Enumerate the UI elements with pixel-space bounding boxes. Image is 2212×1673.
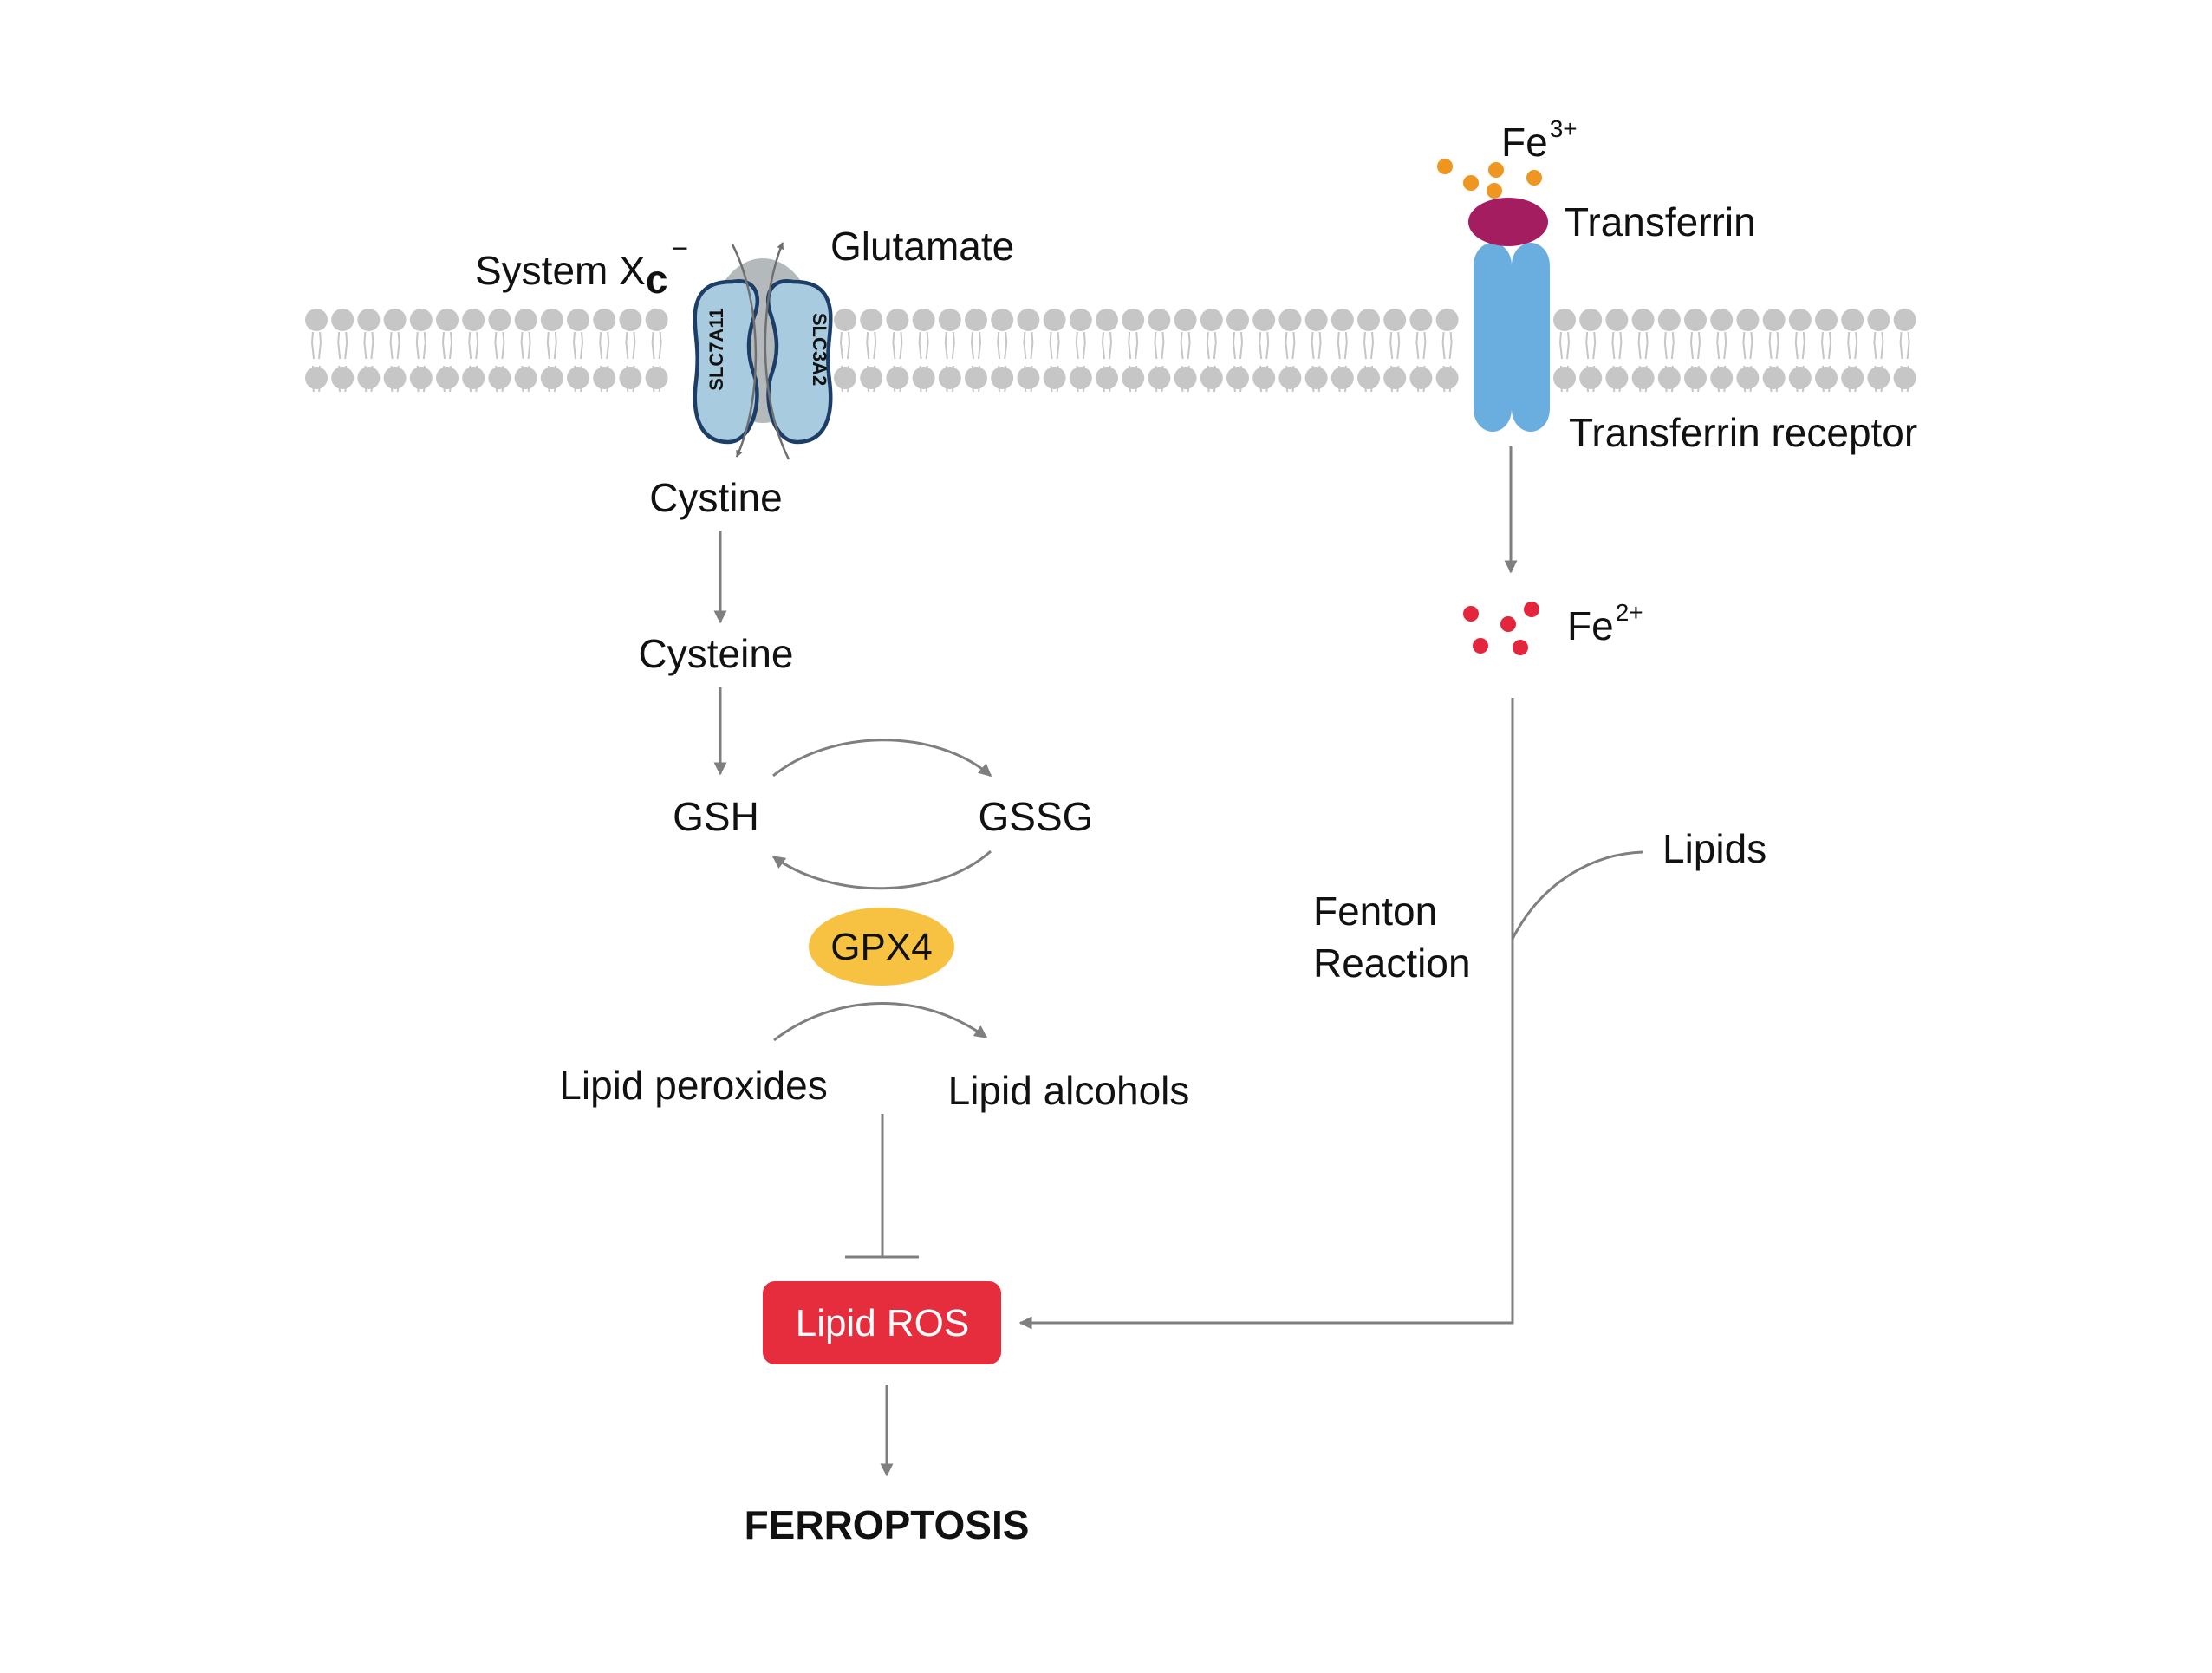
glutamate-label: Glutamate (830, 224, 1014, 269)
glutamate-export-arrow (764, 242, 790, 460)
lipids-label: Lipids (1662, 826, 1766, 871)
membrane-bilayer-icon (305, 309, 1916, 393)
slc7a11-label: SLC7A11 (706, 308, 727, 390)
lipid-peroxides-label: Lipid peroxides (559, 1063, 827, 1108)
ferroptosis-label: FERROPTOSIS (745, 1502, 1030, 1547)
peroxides-to-alcohols-arrow (773, 1002, 988, 1042)
fenton-to-lipid-ros-arrow (1018, 698, 1514, 1330)
slc3a2-subunit-icon (765, 278, 833, 445)
transferrin-protein-icon (1468, 198, 1548, 246)
lipid-ros-box: Lipid ROS (763, 1281, 1001, 1364)
fe3-dots-icon (1437, 159, 1542, 199)
lipid-ros-rect-icon (763, 1281, 1001, 1364)
transferrin-label: Transferrin (1565, 199, 1756, 244)
fe2-dots-icon (1463, 602, 1539, 655)
gpx4-oval-icon (809, 908, 954, 986)
lipids-input-curve (1511, 850, 1643, 940)
gpx4-enzyme: GPX4 (809, 908, 954, 986)
system-xc-transporter-icon: SLC7A11 SLC3A2 (693, 242, 833, 460)
gsh-to-gssg-arrow (772, 739, 992, 778)
gssg-to-gsh-arrow (771, 850, 992, 890)
cysteine-label: Cysteine (639, 631, 794, 676)
gssg-label: GSSG (979, 794, 1094, 839)
fenton-label-line1: Fenton (1313, 889, 1437, 934)
cystine-import-arrow (731, 244, 758, 458)
fenton-label-line2: Reaction (1313, 941, 1471, 986)
cystine-label: Cystine (649, 475, 782, 520)
slc3a2-label: SLC3A2 (809, 313, 830, 386)
transferrin-receptor-icon (1474, 243, 1550, 432)
lipid-alcohols-label: Lipid alcohols (948, 1068, 1190, 1113)
system-xc-label: System Xc− (475, 232, 688, 302)
lipid-ros-label: Lipid ROS (796, 1302, 970, 1344)
fe2-label: Fe2+ (1567, 599, 1643, 648)
gsh-label: GSH (673, 794, 759, 839)
gpx4-label: GPX4 (830, 926, 932, 968)
fe3-label: Fe3+ (1501, 115, 1578, 165)
transferrin-receptor-label: Transferrin receptor (1569, 410, 1917, 455)
